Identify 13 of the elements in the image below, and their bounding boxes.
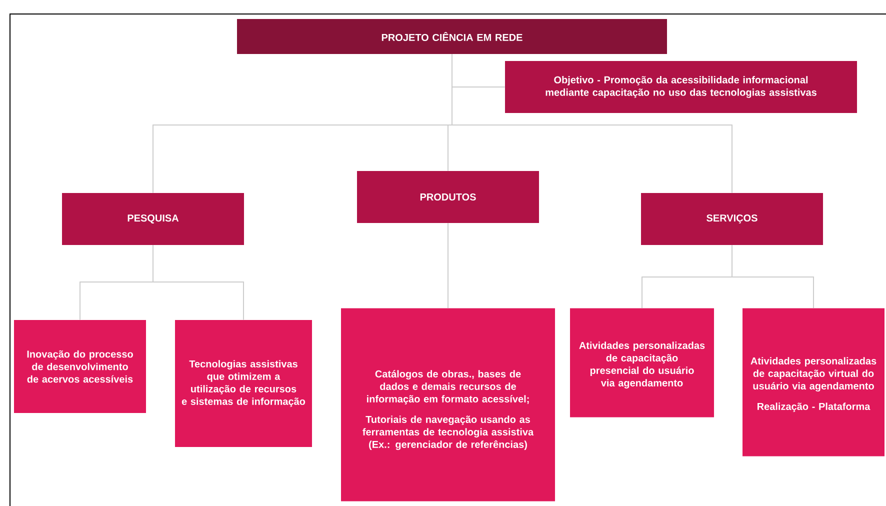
connector-line <box>152 244 244 320</box>
category-box: PESQUISA <box>62 193 244 245</box>
item-box: Tecnologias assistivas que otimizem a utilização de recursos e sistemas de informação <box>175 320 312 447</box>
item-box: Atividades personalizadas de capacitação presencial do usuário via agendamento <box>570 308 714 418</box>
connector-line <box>452 54 732 194</box>
category-box: SERVIÇOS <box>641 193 823 245</box>
title-box: PROJETO CIÊNCIA EM REDE <box>237 19 667 54</box>
item-box: Atividades personalizadas de capacitação virtual do usuário via agendamento Realização - Plataforma <box>742 308 884 456</box>
connector-line <box>732 244 814 308</box>
item-box: Inovação do processo de desenvolvimento de acervos acessíveis <box>14 320 146 413</box>
objective-box: Objetivo - Promoção da acessibilidade informacional mediante capacitação no uso das tecnologias assistivas <box>505 61 857 113</box>
item-box: Catálogos de obras., bases de dados e demais recursos de informação em formato acessível; Tutoriais de navegação usando as ferramentas de tecnologia assistiva (Ex.: gerenciador de referências) <box>341 308 555 502</box>
category-box: PRODUTOS <box>357 171 539 223</box>
